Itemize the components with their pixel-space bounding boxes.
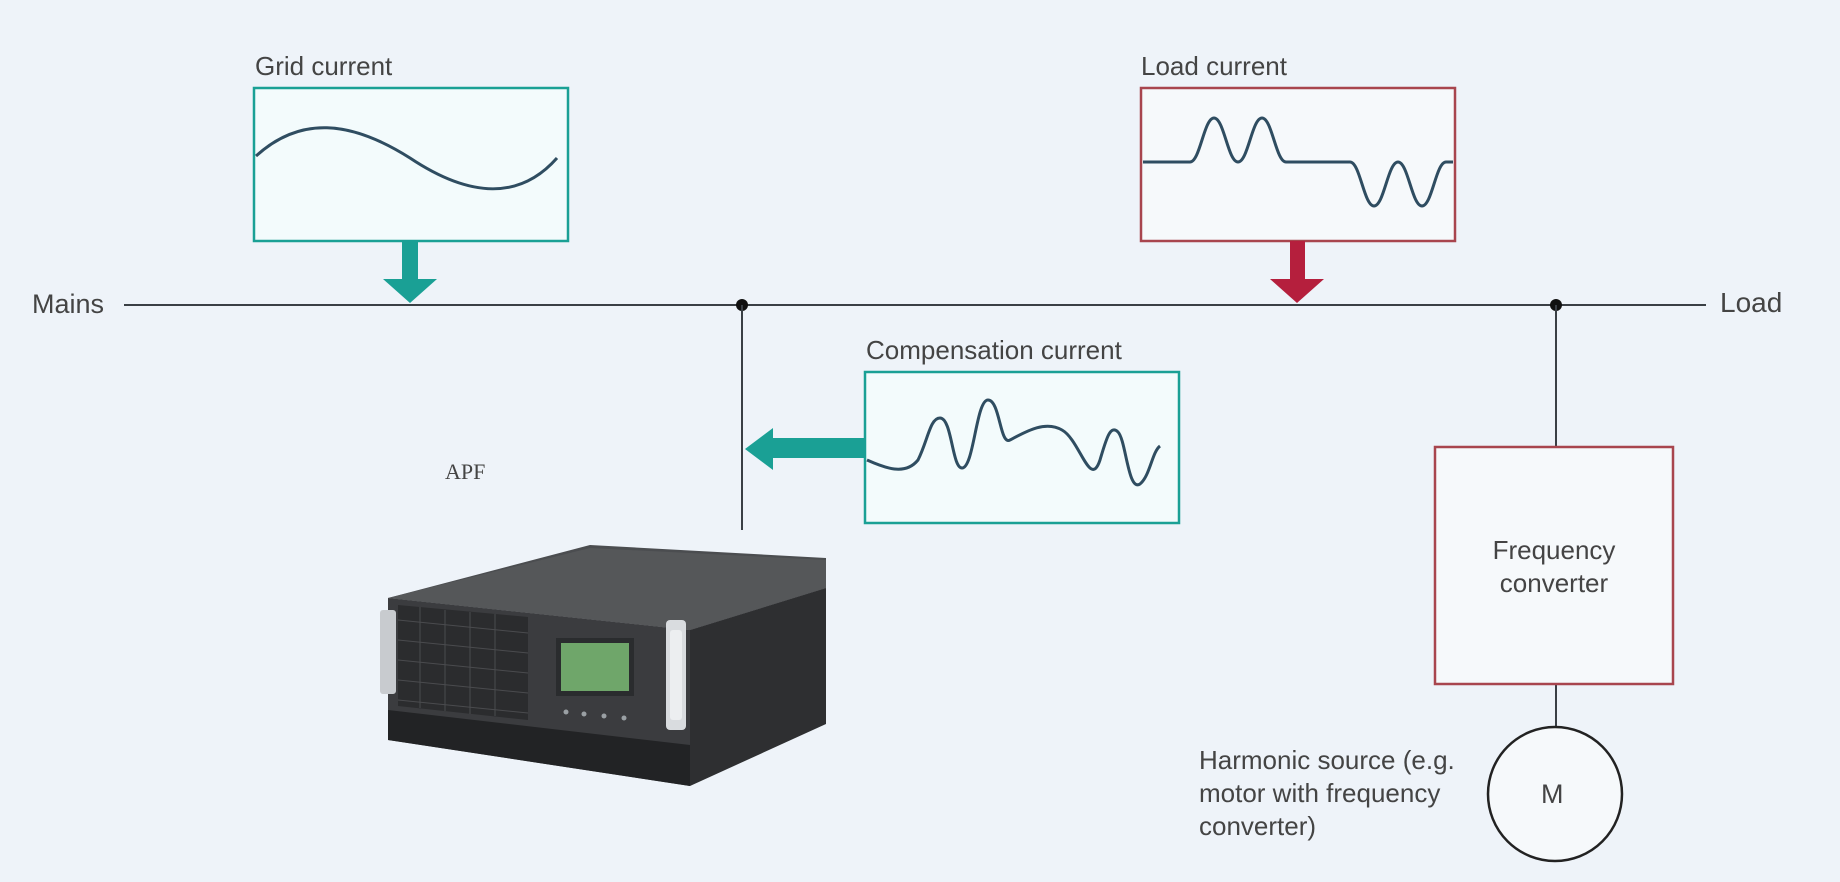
load-label: Load (1720, 287, 1783, 318)
compensation-arrow-icon (745, 428, 865, 470)
grid-arrow-icon (383, 241, 437, 303)
frequency-converter-box (1433, 445, 1675, 686)
motor-icon (1486, 725, 1624, 863)
server-cabinet-icon (380, 545, 826, 786)
mains-label: Mains (32, 289, 105, 319)
harmonic-source-label: Harmonic source (e.g. motor with frequen… (1199, 745, 1455, 841)
frequency-converter-label: Frequency converter (1492, 535, 1616, 598)
grid-current-wave (254, 126, 559, 191)
apf-label: APF (445, 459, 486, 484)
grid-current-box (252, 86, 570, 243)
compensation-current-wave (866, 398, 1162, 487)
load-current-box (1139, 86, 1457, 243)
grid-current-label: Grid current (255, 51, 393, 81)
compensation-current-box (863, 370, 1181, 525)
compensation-current-label: Compensation current (866, 335, 1122, 365)
motor-label: M (1541, 779, 1564, 809)
load-current-label: Load current (1141, 51, 1287, 81)
load-current-wave (1143, 116, 1453, 208)
load-arrow-icon (1270, 241, 1324, 303)
